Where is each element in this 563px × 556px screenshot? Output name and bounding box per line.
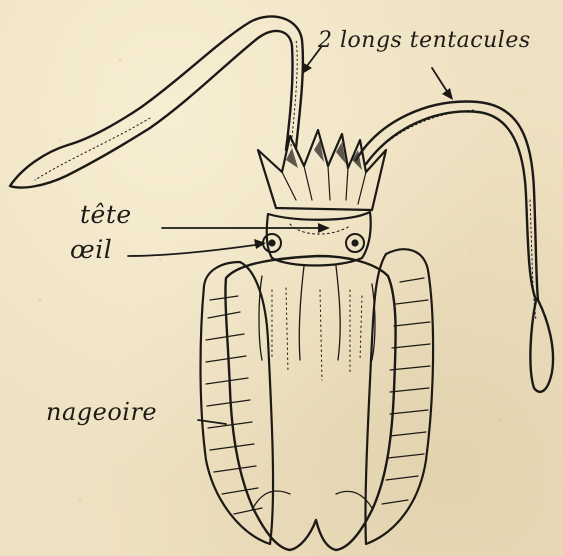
tentacles-arrowhead-right	[442, 88, 453, 100]
left-long-tentacle	[10, 16, 303, 187]
arm-crown	[258, 130, 386, 210]
tentacles-label: 2 longs tentacules	[318, 28, 531, 53]
mantle	[225, 256, 395, 550]
head-label: tête	[80, 200, 132, 229]
eye-leader	[128, 244, 262, 256]
head-arrowhead	[318, 223, 330, 233]
paper-texture	[39, 29, 522, 501]
head	[267, 212, 371, 266]
fin-label: nageoire	[46, 398, 157, 426]
tentacles-arrowhead-left	[302, 62, 312, 74]
right-eye	[346, 234, 364, 252]
left-fin	[201, 262, 274, 544]
eye-label: œil	[70, 235, 112, 264]
right-long-tentacle	[356, 102, 553, 392]
